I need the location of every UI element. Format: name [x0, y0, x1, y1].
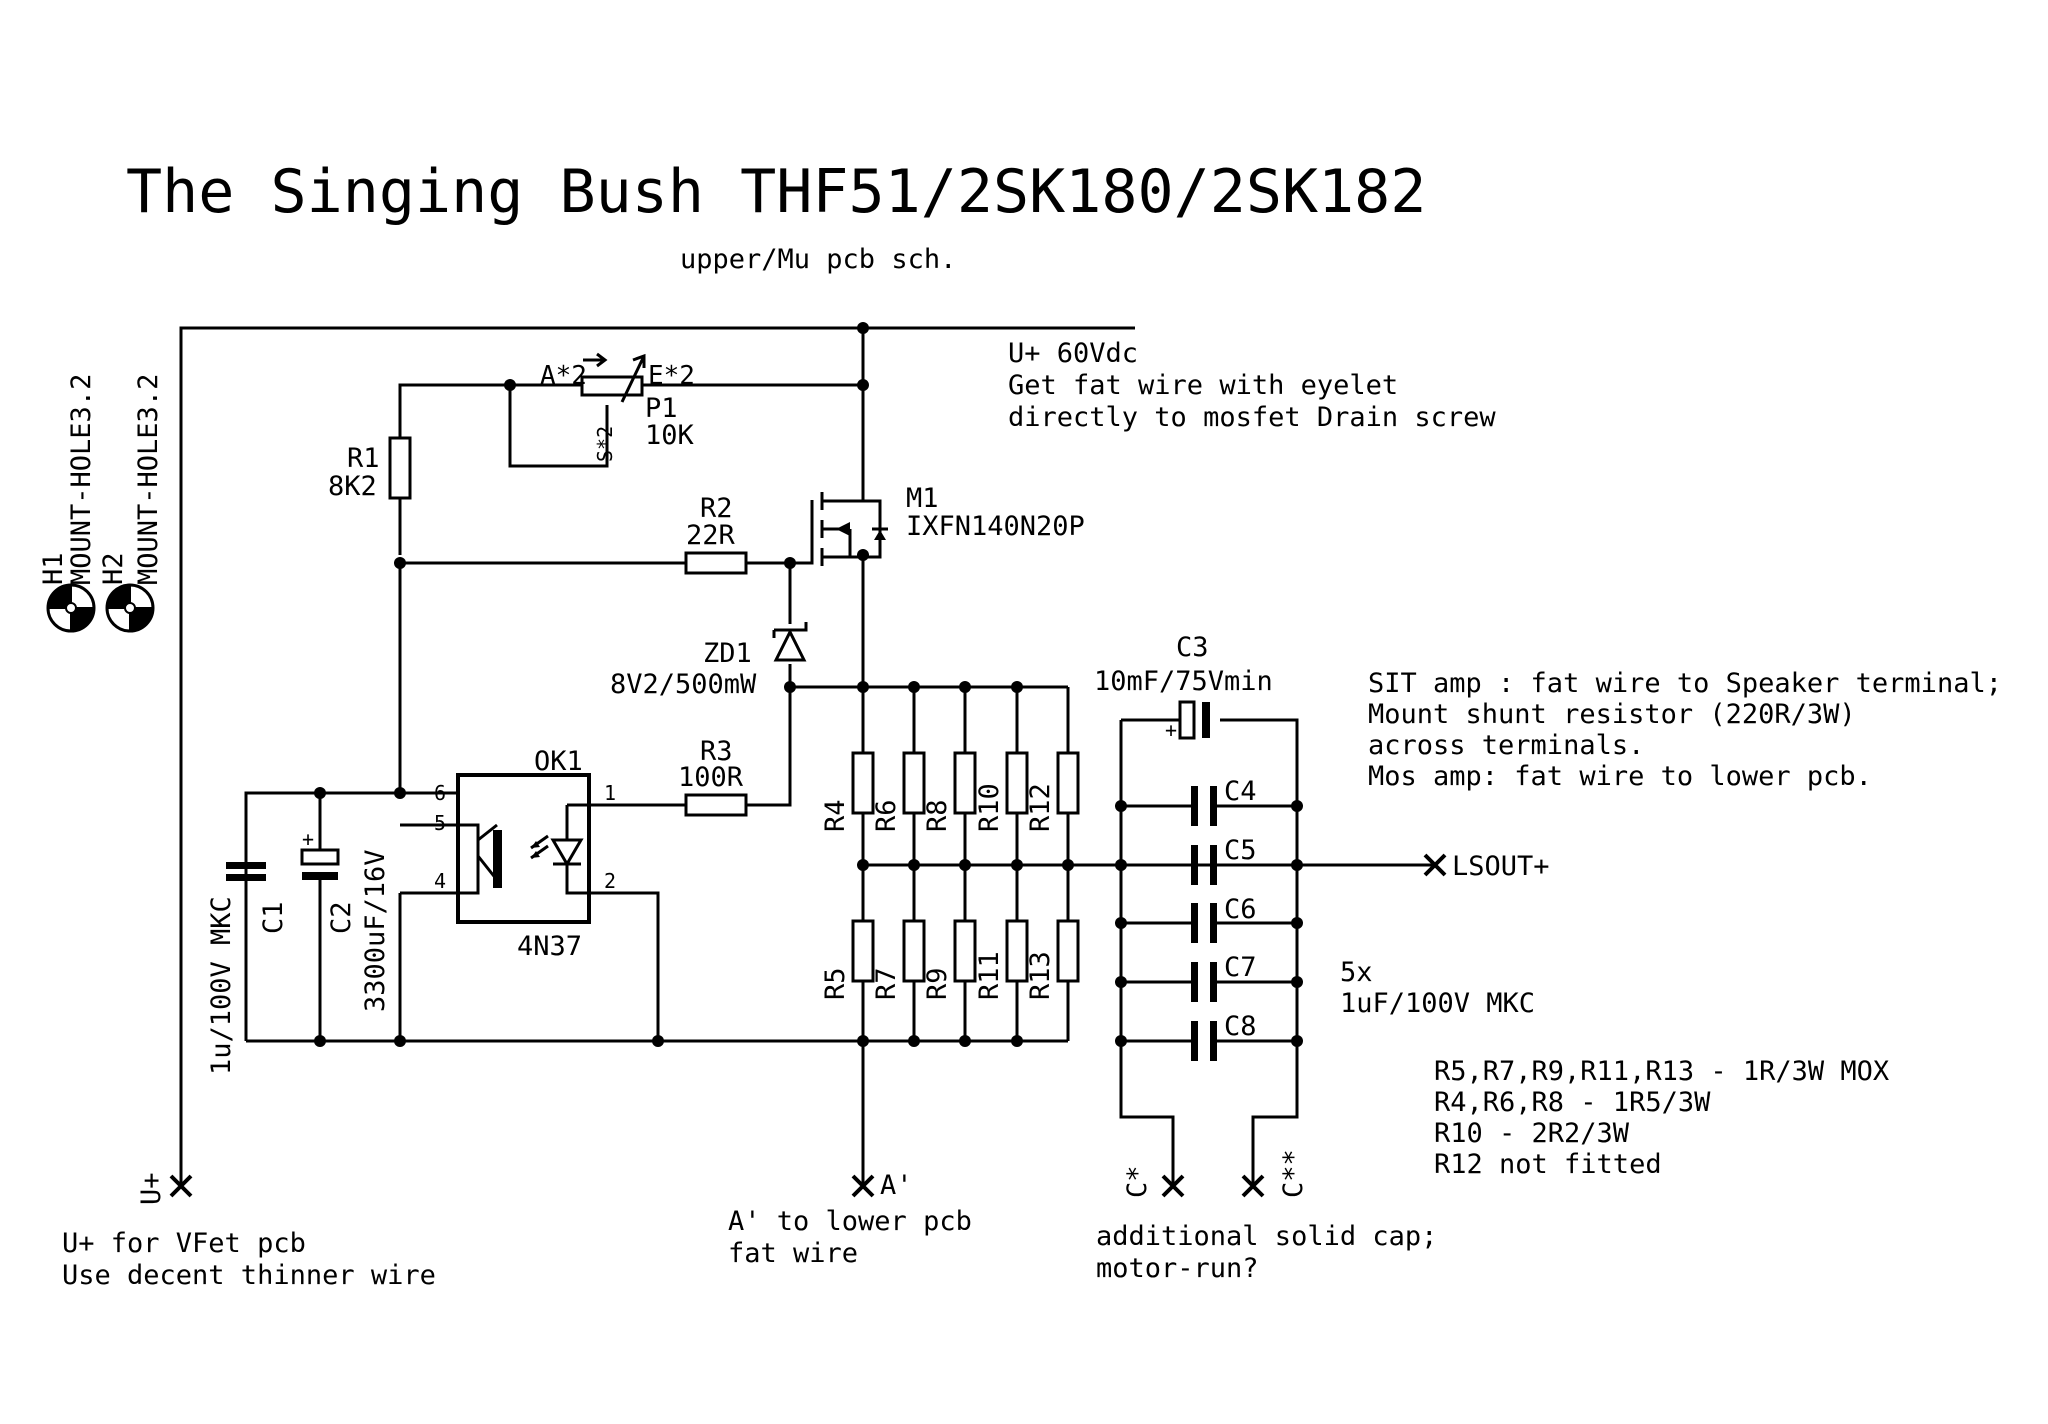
zener-zd1 [772, 622, 808, 662]
resistor-r3 [684, 793, 748, 817]
r12-ref: R12 [1025, 783, 1056, 832]
mosfet-m1 [810, 468, 888, 566]
svg-text:R12 not fitted: R12 not fitted [1434, 1149, 1662, 1180]
svg-text:Get fat wire with eyelet: Get fat wire with eyelet [1008, 370, 1398, 401]
svg-text:Mos amp: fat wire to lower pcb: Mos amp: fat wire to lower pcb. [1368, 761, 1872, 792]
svg-text:1uF/100V MKC: 1uF/100V MKC [1340, 988, 1535, 1019]
capacitor-c3: + [1165, 700, 1210, 742]
r2-value: 22R [686, 520, 736, 551]
note-aprime: A' to lower pcb fat wire [728, 1206, 972, 1269]
svg-text:motor-run?: motor-run? [1096, 1253, 1259, 1284]
c4-ref: C4 [1224, 776, 1257, 807]
svg-text:5x: 5x [1340, 957, 1373, 988]
aprime-connector-label: A' [880, 1170, 913, 1201]
h2-value: MOUNT-HOLE3.2 [133, 374, 164, 585]
svg-text:A' to lower pcb: A' to lower pcb [728, 1206, 972, 1237]
p1-value: 10K [645, 420, 695, 451]
p1-ref: P1 [645, 393, 678, 424]
ok1-pin-1: 1 [604, 781, 616, 805]
svg-text:Use decent thinner wire: Use decent thinner wire [62, 1260, 436, 1291]
note-sit-amp: SIT amp : fat wire to Speaker terminal; … [1368, 668, 2002, 792]
uplus-connector-label: U+ [136, 1172, 167, 1205]
resistor-bank-upper [851, 751, 1080, 815]
r11-ref: R11 [974, 951, 1005, 1000]
h1-value: MOUNT-HOLE3.2 [66, 374, 97, 585]
r3-ref: R3 [700, 736, 733, 767]
p1-pin-e: E*2 [648, 361, 695, 391]
svg-text:fat wire: fat wire [728, 1238, 858, 1269]
h1-ref: H1 [38, 552, 69, 585]
c2-ref: C2 [326, 901, 357, 934]
c2-value: 3300uF/16V [360, 849, 391, 1012]
r9-ref: R9 [922, 967, 953, 1000]
r2-ref: R2 [700, 493, 733, 524]
r7-ref: R7 [871, 967, 902, 1000]
c3-value: 10mF/75Vmin [1094, 666, 1273, 697]
svg-text:directly to mosfet Drain screw: directly to mosfet Drain screw [1008, 402, 1496, 433]
ok1-pin-2: 2 [604, 869, 616, 893]
potentiometer-p1 [580, 352, 646, 415]
r4-ref: R4 [820, 799, 851, 832]
svg-text:+: + [1165, 718, 1177, 742]
capacitor-c2: + [300, 827, 340, 880]
c8-ref: C8 [1224, 1011, 1257, 1042]
svg-text:SIT amp : fat wire to Speaker: SIT amp : fat wire to Speaker terminal; [1368, 668, 2002, 699]
svg-text:R10 - 2R2/3W: R10 - 2R2/3W [1434, 1118, 1630, 1149]
ok1-pin-4: 4 [434, 869, 446, 893]
ok1-pin-5: 5 [434, 811, 446, 835]
lsout-connector-label: LSOUT+ [1452, 851, 1550, 882]
h2-ref: H2 [98, 552, 129, 585]
note-supply: U+ 60Vdc Get fat wire with eyelet direct… [1008, 338, 1496, 433]
svg-text:R5,R7,R9,R11,R13 - 1R/3W MOX: R5,R7,R9,R11,R13 - 1R/3W MOX [1434, 1056, 1889, 1087]
svg-text:R4,R6,R8 - 1R5/3W: R4,R6,R8 - 1R5/3W [1434, 1087, 1711, 1118]
svg-text:across terminals.: across terminals. [1368, 730, 1644, 761]
svg-text:U+ 60Vdc: U+ 60Vdc [1008, 338, 1138, 369]
ok1-value: 4N37 [517, 931, 582, 962]
mount-hole-h2 [105, 583, 155, 633]
m1-ref: M1 [906, 483, 939, 514]
svg-text:Mount shunt resistor (220R/3W): Mount shunt resistor (220R/3W) [1368, 699, 1856, 730]
r13-ref: R13 [1025, 951, 1056, 1000]
optocoupler-ok1 [456, 773, 591, 924]
resistor-r2 [684, 551, 748, 575]
r10-ref: R10 [974, 783, 1005, 832]
note-caps: 5x 1uF/100V MKC [1340, 957, 1535, 1019]
note-cstar: additional solid cap; motor-run? [1096, 1221, 1437, 1284]
r1-ref: R1 [347, 443, 380, 474]
p1-pin-s: S*2 [593, 426, 617, 462]
svg-text:additional solid cap;: additional solid cap; [1096, 1221, 1437, 1252]
r6-ref: R6 [871, 799, 902, 832]
cstar-connector-label: C* [1122, 1165, 1153, 1198]
svg-text:+: + [302, 827, 314, 851]
r3-value: 100R [678, 762, 744, 793]
c1-value: 1u/100V MKC [206, 896, 237, 1075]
ok1-pin-6: 6 [434, 781, 446, 805]
capacitor-c1 [226, 862, 266, 881]
schematic-subtitle: upper/Mu pcb sch. [680, 244, 956, 275]
ok1-ref: OK1 [534, 746, 583, 777]
zd1-value: 8V2/500mW [610, 669, 757, 700]
zd1-ref: ZD1 [703, 638, 752, 669]
resistor-r1 [388, 436, 412, 500]
mount-hole-h1 [46, 583, 96, 633]
c5-ref: C5 [1224, 835, 1257, 866]
m1-value: IXFN140N20P [906, 511, 1085, 542]
r8-ref: R8 [922, 799, 953, 832]
note-resistors: R5,R7,R9,R11,R13 - 1R/3W MOX R4,R6,R8 - … [1434, 1056, 1889, 1180]
resistor-bank-lower [851, 919, 1080, 983]
capacitor-bank [1191, 786, 1217, 1061]
note-uplus: U+ for VFet pcb Use decent thinner wire [62, 1228, 436, 1291]
schematic-title: The Singing Bush THF51/2SK180/2SK182 [126, 157, 1426, 227]
connector-marks [169, 853, 1447, 1198]
r5-ref: R5 [820, 967, 851, 1000]
c7-ref: C7 [1224, 952, 1257, 983]
cstarstar-connector-label: C** [1278, 1149, 1309, 1198]
svg-text:U+ for VFet pcb: U+ for VFet pcb [62, 1228, 306, 1259]
c3-ref: C3 [1176, 632, 1209, 663]
r1-value: 8K2 [328, 471, 377, 502]
c6-ref: C6 [1224, 894, 1257, 925]
c1-ref: C1 [258, 901, 289, 934]
p1-pin-a: A*2 [540, 361, 587, 391]
